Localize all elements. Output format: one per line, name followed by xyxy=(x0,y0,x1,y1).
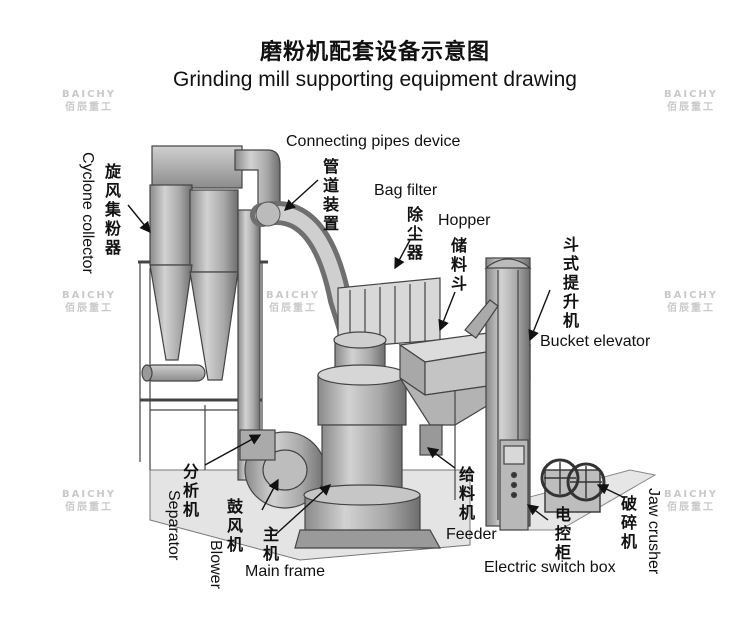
label-crusher-cn: 破碎机 xyxy=(620,494,637,551)
label-separator-cn: 分析机 xyxy=(182,462,199,519)
label-hopper-cn: 储料斗 xyxy=(450,236,467,293)
label-switch-en: Electric switch box xyxy=(484,559,616,576)
label-pipes-en: Connecting pipes device xyxy=(286,133,461,150)
label-main-cn: 主机 xyxy=(262,525,279,563)
label-separator-en: Separator xyxy=(165,490,182,561)
label-feeder-cn: 给料机 xyxy=(458,465,475,522)
cyclone-collector xyxy=(138,145,268,470)
diagram-title-en: Grinding mill supporting equipment drawi… xyxy=(173,68,577,91)
label-switch-cn: 电控柜 xyxy=(554,505,571,562)
callout-lines xyxy=(127,179,626,536)
jaw-crusher xyxy=(540,458,606,513)
label-cyclone-en: Cyclone collector xyxy=(79,152,96,274)
label-elevator-en: Bucket elevator xyxy=(540,333,651,350)
label-bag-filter-cn: 除尘器 xyxy=(406,205,423,262)
label-feeder-en: Feeder xyxy=(446,526,497,543)
label-crusher-en: Jaw crusher xyxy=(645,488,662,575)
label-blower-cn: 鼓风机 xyxy=(226,497,243,554)
diagram-title-cn: 磨粉机配套设备示意图 xyxy=(259,40,490,65)
label-cyclone-cn: 旋风集粉器 xyxy=(104,162,121,257)
label-elevator-cn: 斗式提升机 xyxy=(562,235,579,330)
label-blower-en: Blower xyxy=(207,540,224,589)
blower xyxy=(239,429,326,509)
label-pipes-cn: 管道装置 xyxy=(322,157,339,233)
label-main-en: Main frame xyxy=(245,563,326,580)
label-bag-filter-en: Bag filter xyxy=(374,182,438,199)
label-hopper-en: Hopper xyxy=(438,212,491,229)
electric-switch-box xyxy=(499,439,529,531)
main-mill xyxy=(294,331,442,549)
